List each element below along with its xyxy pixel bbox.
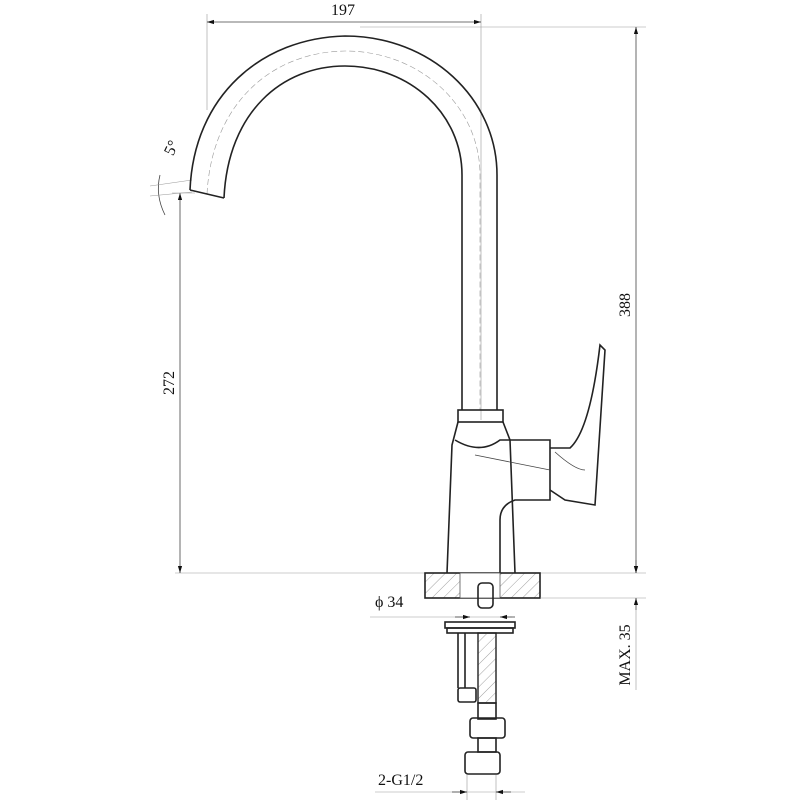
dimension-hole-diameter: ϕ 34 <box>370 594 515 620</box>
dimension-spout-reach: 197 <box>206 2 482 420</box>
dimension-label-5deg: 5° <box>161 138 182 158</box>
dimension-max-deck: MAX. 35 <box>540 560 646 690</box>
faucet-spout <box>189 35 498 410</box>
dimension-spout-height: 272 <box>161 192 195 573</box>
dimension-total-height: 388 <box>175 26 646 574</box>
dimension-label-197: 197 <box>331 2 355 19</box>
deck-plate <box>424 572 541 609</box>
dimension-label-max35: MAX. 35 <box>617 624 634 685</box>
mounting-hardware <box>444 621 516 775</box>
dimension-label-phi34: ϕ 34 <box>375 594 403 611</box>
dimension-label-388: 388 <box>617 293 634 317</box>
dimension-label-272: 272 <box>161 371 178 395</box>
dimension-spout-angle: 5° <box>149 138 193 216</box>
faucet-body <box>446 343 606 574</box>
dimension-label-connection: 2-G1/2 <box>378 772 423 789</box>
dimension-connection-thread: 2-G1/2 <box>375 772 525 800</box>
